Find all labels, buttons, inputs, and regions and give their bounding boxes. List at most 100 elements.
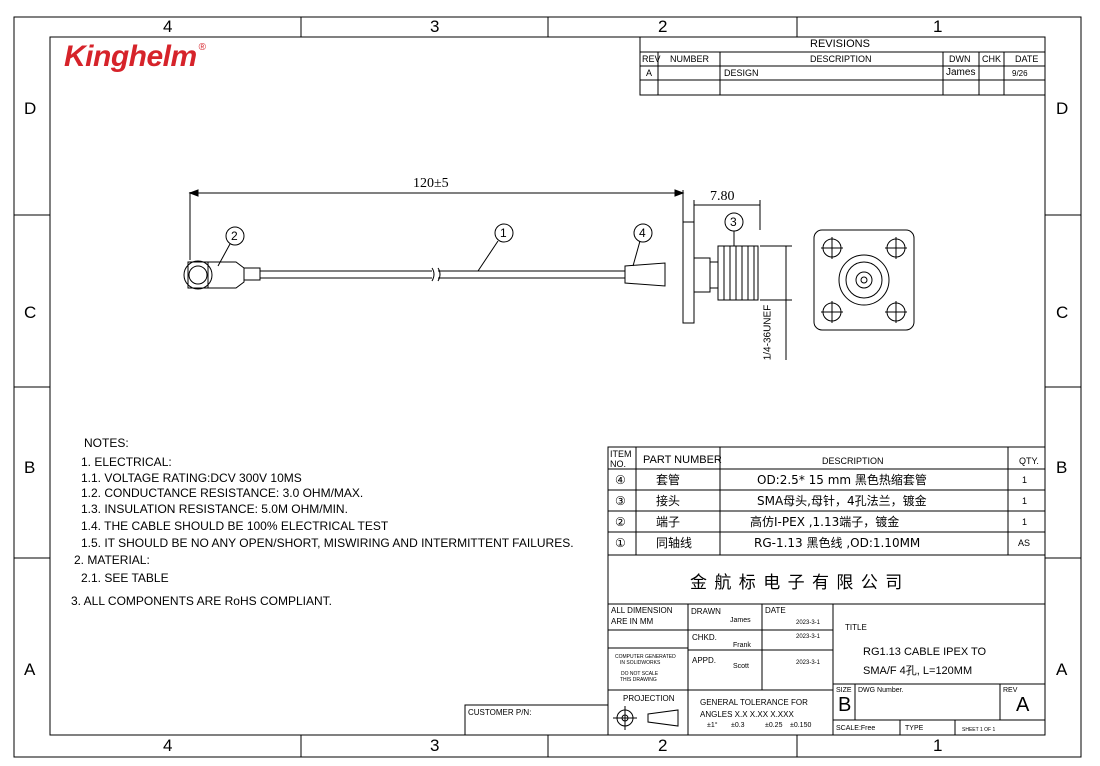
title-label: TITLE [845, 623, 867, 632]
chk-col-header: CHK [982, 54, 1002, 64]
note-line: 1.1. VOLTAGE RATING:DCV 300V 10MS [81, 471, 302, 485]
note-line: 1. ELECTRICAL: [81, 455, 172, 469]
date-label: DATE [765, 606, 786, 615]
projection-label: PROJECTION [623, 694, 675, 703]
bom-row-item: ① [615, 536, 626, 550]
zone-row-c-right: C [1056, 303, 1069, 322]
bom-row-item: ④ [615, 473, 626, 487]
dwn-col-header: DWN [949, 54, 971, 64]
revision-description: DESIGN [724, 68, 759, 78]
tolerance-1: ±0.3 [731, 722, 745, 729]
bom-row-qty: 1 [1022, 517, 1028, 527]
rev-col-header: REV [642, 54, 661, 64]
date-col-header: DATE [1015, 54, 1039, 64]
computer-generated-1: COMPUTER GENERATED [615, 654, 676, 660]
type-label: TYPE [905, 725, 924, 732]
rev-value: A [1016, 694, 1030, 716]
drawing-title-line2: SMA/F 4孔, L=120MM [863, 665, 973, 677]
company-name: 金 航 标 电 子 有 限 公 司 [690, 573, 904, 593]
notes-title: NOTES: [84, 436, 129, 450]
tolerance-title: GENERAL TOLERANCE FOR [700, 698, 808, 707]
bom-row-part: 接头 [656, 494, 681, 508]
chkd-label: CHKD. [692, 633, 717, 642]
date-drawn: 2023-3-1 [796, 620, 821, 626]
zone-row-c-left: C [24, 303, 37, 322]
zone-row-a-left: A [24, 660, 36, 679]
dwg-number-label: DWG Number. [858, 687, 904, 694]
flange-dimension: 7.80 [710, 189, 735, 204]
appd-name: Scott [733, 663, 749, 670]
revisions-title: REVISIONS [810, 38, 870, 50]
do-not-scale-2: THIS DRAWING [620, 677, 657, 683]
note-line: 2.1. SEE TABLE [81, 571, 169, 585]
tolerance-2: ±0.25 [765, 722, 783, 729]
sheet-label: SHEET 1 OF 1 [962, 727, 996, 733]
note-line: 2. MATERIAL: [74, 553, 150, 567]
description-col-header: DESCRIPTION [810, 54, 872, 64]
zone-col-2-top: 2 [658, 17, 668, 36]
balloon-2: 2 [231, 229, 238, 243]
size-label: SIZE [836, 687, 852, 694]
bom-row-description: SMA母头,母针，4孔法兰，镀金 [757, 494, 927, 508]
size-value: B [838, 694, 852, 716]
zone-row-a-right: A [1056, 660, 1068, 679]
zone-col-3-bottom: 3 [430, 736, 440, 755]
bom-no-header: NO. [610, 459, 627, 469]
revision-date: 9/26 [1012, 69, 1028, 78]
bom-part-number-header: PART NUMBER [643, 454, 722, 466]
bom-row-item: ③ [615, 494, 626, 508]
all-dimension-label: ALL DIMENSION [611, 606, 673, 615]
drawn-label: DRAWN [691, 607, 721, 616]
revision-rev: A [646, 68, 653, 78]
logo-text: Kinghelm [64, 40, 197, 73]
balloon-4: 4 [639, 226, 646, 240]
zone-col-2-bottom: 2 [658, 736, 668, 755]
scale-label: SCALE:Free [836, 725, 876, 732]
chkd-name: Frank [733, 642, 751, 649]
bom-row-qty: 1 [1022, 475, 1028, 485]
number-col-header: NUMBER [670, 54, 710, 64]
zone-col-1-bottom: 1 [933, 736, 943, 755]
zone-row-d-left: D [24, 99, 37, 118]
balloon-1: 1 [500, 226, 507, 240]
bom-description-header: DESCRIPTION [822, 456, 884, 466]
note-line: 1.3. INSULATION RESISTANCE: 5.0M OHM/MIN… [81, 502, 348, 516]
drawing-title-line1: RG1.13 CABLE IPEX TO [863, 646, 987, 658]
appd-label: APPD. [692, 656, 717, 665]
balloon-3: 3 [730, 215, 737, 229]
tolerance-angle: ±1° [707, 722, 718, 729]
zone-col-3-top: 3 [430, 17, 440, 36]
bom-item-header: ITEM [610, 449, 632, 459]
revision-dwn: James [946, 67, 976, 78]
bom-row-part: 同轴线 [656, 536, 693, 550]
computer-generated-2: IN SOLIDWORKS [620, 660, 661, 666]
bom-row-qty: 1 [1022, 496, 1028, 506]
bom-qty-header: QTY. [1019, 456, 1039, 466]
date-appd: 2023-3-1 [796, 660, 821, 666]
note-line: 3. ALL COMPONENTS ARE RoHS COMPLIANT. [71, 594, 332, 608]
tolerance-angles: ANGLES X.X X.XX X.XXX [700, 710, 794, 719]
zone-col-4-top: 4 [163, 17, 173, 36]
kinghelm-logo: Kinghelm® [64, 40, 206, 74]
registered-mark: ® [198, 42, 206, 53]
zone-row-b-right: B [1056, 458, 1068, 477]
customer-pn-label: CUSTOMER P/N: [468, 708, 532, 717]
cable-assembly [183, 189, 915, 730]
bom-row-item: ② [615, 515, 626, 529]
zone-col-1-top: 1 [933, 17, 943, 36]
bom-row-part: 套管 [656, 473, 681, 487]
note-line: 1.2. CONDUCTANCE RESISTANCE: 3.0 OHM/MAX… [81, 486, 364, 500]
zone-col-4-bottom: 4 [163, 736, 173, 755]
length-dimension: 120±5 [413, 176, 449, 191]
drawn-name: James [730, 617, 751, 624]
tolerance-3: ±0.150 [790, 722, 812, 729]
bom-row-description: OD:2.5* 15 mm 黑色热缩套管 [757, 473, 927, 487]
bom-row-qty: AS [1018, 538, 1031, 548]
rev-label: REV [1003, 687, 1018, 694]
zone-row-d-right: D [1056, 99, 1069, 118]
do-not-scale-1: DO NOT SCALE [621, 671, 659, 677]
date-chkd: 2023-3-1 [796, 634, 821, 640]
thread-label: 1/4-36UNEF [762, 304, 774, 361]
note-line: 1.4. THE CABLE SHOULD BE 100% ELECTRICAL… [81, 519, 389, 533]
